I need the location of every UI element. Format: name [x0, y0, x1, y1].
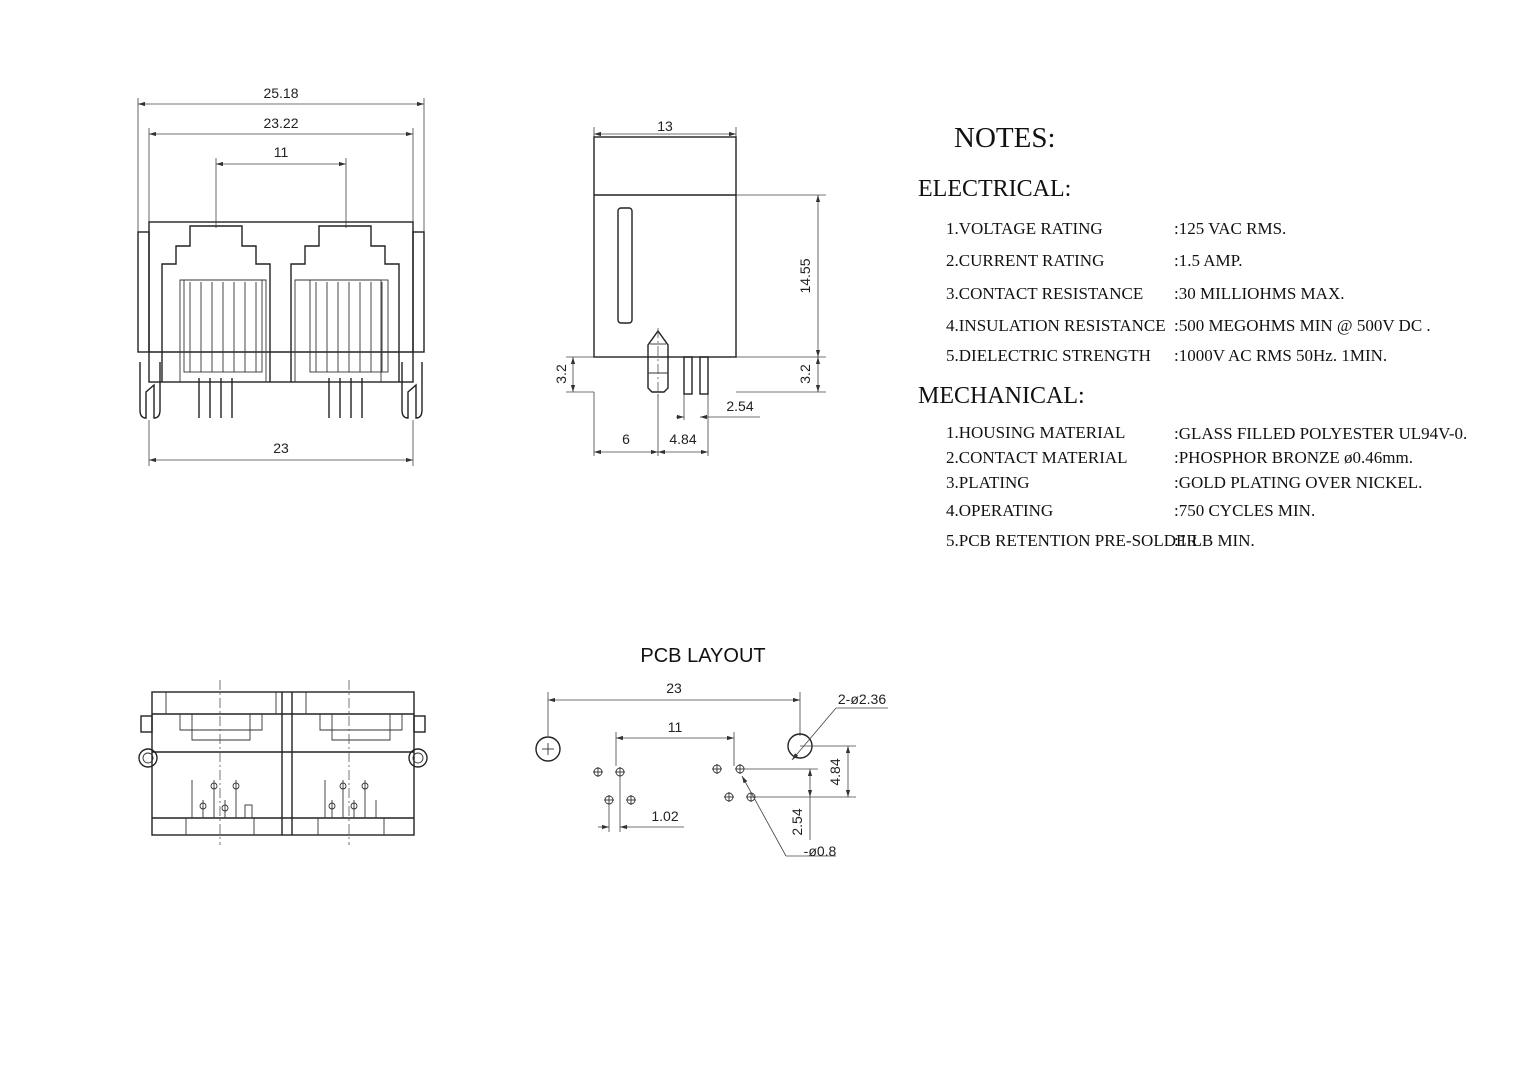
dim-pin-offset: 1.02 [651, 808, 678, 824]
dim-mount-span: 23 [666, 680, 682, 696]
dim-inner-width: 23.22 [263, 115, 298, 131]
mechanical-item-value: :GOLD PLATING OVER NICKEL. [1174, 473, 1422, 492]
mechanical-item-value: :1 LB MIN. [1174, 531, 1255, 550]
electrical-item-value: :125 VAC RMS. [1174, 219, 1286, 238]
front-view: 25.18 23.22 11 23 [137, 85, 425, 466]
pcb-layout: PCB LAYOUT 23 11 2-ø2.36 [535, 645, 888, 859]
electrical-item-label: 1.VOLTAGE RATING [946, 219, 1103, 238]
pin-holes [593, 764, 756, 805]
dim-pin-hole: -ø0.8 [804, 843, 837, 859]
notes-panel: NOTES: ELECTRICAL: 1.VOLTAGE RATING :125… [918, 122, 1467, 550]
dim-height: 14.55 [797, 258, 813, 293]
electrical-item-value: :1.5 AMP. [1174, 251, 1243, 270]
front-dimensions: 25.18 23.22 11 23 [137, 85, 425, 466]
electrical-item-value: :30 MILLIOHMS MAX. [1174, 284, 1344, 303]
electrical-item-value: :1000V AC RMS 50Hz. 1MIN. [1174, 346, 1387, 365]
mechanical-item-value: :750 CYCLES MIN. [1174, 501, 1315, 520]
dim-post-offset: 6 [622, 431, 630, 447]
front-housing [137, 221, 425, 419]
electrical-item-value: :500 MEGOHMS MIN @ 500V DC . [1174, 316, 1431, 335]
electrical-heading: ELECTRICAL: [918, 176, 1071, 202]
mechanical-item-label: 3.PLATING [946, 473, 1030, 492]
dim-depth: 13 [657, 118, 673, 134]
bottom-pins [191, 780, 377, 819]
electrical-item-label: 4.INSULATION RESISTANCE [946, 316, 1166, 335]
electrical-item-label: 5.DIELECTRIC STRENGTH [946, 346, 1151, 365]
mechanical-item-label: 5.PCB RETENTION PRE-SOLDER [946, 531, 1198, 550]
bottom-view [138, 680, 428, 845]
dim-mount-hole: 2-ø2.36 [838, 691, 886, 707]
dim-pin-span: 23 [273, 440, 289, 456]
dim-row-spacing: 4.84 [669, 431, 696, 447]
mechanical-item-label: 4.OPERATING [946, 501, 1053, 520]
mechanical-item-value: :PHOSPHOR BRONZE ø0.46mm. [1174, 448, 1413, 467]
dim-overall-width: 25.18 [263, 85, 298, 101]
mechanical-item-label: 2.CONTACT MATERIAL [946, 448, 1128, 467]
dim-pcb-row-spacing: 4.84 [827, 758, 843, 785]
pcb-layout-title: PCB LAYOUT [640, 645, 765, 667]
mechanical-item-value: :GLASS FILLED POLYESTER UL94V-0. [1174, 424, 1467, 443]
notes-heading: NOTES: [954, 122, 1056, 154]
side-housing [593, 136, 737, 400]
mount-hole-left [535, 736, 561, 762]
dim-pcb-port-pitch: 11 [668, 719, 683, 735]
dim-port-pitch: 11 [274, 144, 289, 160]
dim-pin-pitch: 2.54 [726, 398, 753, 414]
electrical-item-label: 2.CURRENT RATING [946, 251, 1104, 270]
dim-standoff-right: 3.2 [797, 364, 813, 384]
dim-standoff-left: 3.2 [553, 364, 569, 384]
electrical-item-label: 3.CONTACT RESISTANCE [946, 284, 1143, 303]
side-view: 13 14.55 3.2 3.2 6 4.84 2.54 [553, 118, 826, 456]
dim-pcb-pin-pitch: 2.54 [789, 808, 805, 835]
mechanical-heading: MECHANICAL: [918, 383, 1085, 409]
mechanical-item-label: 1.HOUSING MATERIAL [946, 423, 1125, 442]
